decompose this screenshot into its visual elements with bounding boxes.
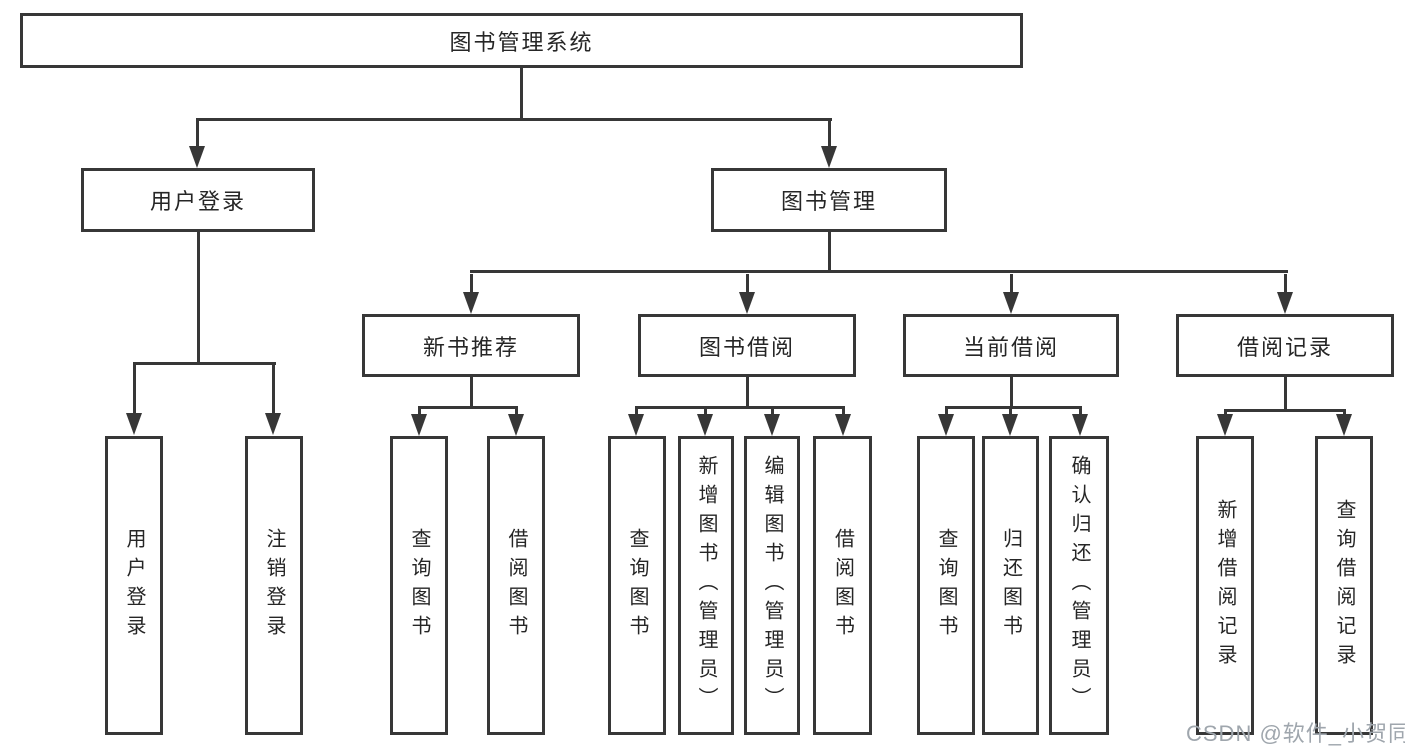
- arrow-down-icon: [508, 414, 524, 436]
- arrow-to-cb-query: [938, 409, 954, 436]
- arrow-down-icon: [463, 292, 479, 314]
- arrow-to-leaf-login: [126, 365, 142, 435]
- arrow-down-icon: [126, 413, 142, 435]
- arrow-to-bb-add: [697, 409, 713, 436]
- connector-new-book-bar: [418, 406, 518, 409]
- arrow-down-icon: [1217, 414, 1233, 436]
- csdn-watermark: CSDN @软件_小贺同学: [1186, 721, 1405, 746]
- arrow-down-icon: [1003, 292, 1019, 314]
- node-leaf-nb-borrow-book: 借阅图书: [487, 436, 545, 735]
- node-current-borrow: 当前借阅: [903, 314, 1119, 377]
- node-leaf-user-login: 用户登录: [105, 436, 163, 735]
- arrow-to-bb-borrow: [835, 409, 851, 436]
- node-leaf-cb-query-book: 查询图书: [917, 436, 975, 735]
- arrow-down-icon: [189, 146, 205, 168]
- arrow-down-icon: [821, 146, 837, 168]
- connector-current-borrow-bar: [945, 406, 1082, 409]
- arrow-down-icon: [739, 292, 755, 314]
- arrow-down-icon: [938, 414, 954, 436]
- connector-user-login-stem: [197, 232, 200, 365]
- node-borrow-records: 借阅记录: [1176, 314, 1394, 377]
- arrow-to-book-management: [821, 121, 837, 168]
- arrow-down-icon: [265, 413, 281, 435]
- node-leaf-br-add-record: 新增借阅记录: [1196, 436, 1254, 735]
- connector-root-stem: [520, 67, 523, 120]
- connector-book-management-bar: [470, 270, 1288, 273]
- node-root: 图书管理系统: [20, 13, 1023, 68]
- node-book-management: 图书管理: [711, 168, 947, 232]
- connector-book-management-stem: [828, 232, 831, 273]
- node-leaf-bb-borrow-book: 借阅图书: [813, 436, 872, 735]
- node-leaf-bb-edit-book: 编辑图书（管理员）: [744, 436, 800, 735]
- arrow-to-borrow-records: [1277, 274, 1293, 314]
- arrow-down-icon: [764, 414, 780, 436]
- node-leaf-bb-add-book: 新增图书（管理员）: [678, 436, 734, 735]
- node-user-login: 用户登录: [81, 168, 315, 232]
- node-leaf-cb-confirm-return: 确认归还（管理员）: [1049, 436, 1109, 735]
- arrow-to-leaf-logout: [265, 365, 281, 435]
- arrow-to-cb-return: [1002, 409, 1018, 436]
- node-leaf-logout: 注销登录: [245, 436, 303, 735]
- node-leaf-cb-return-book: 归还图书: [982, 436, 1039, 735]
- node-book-borrow: 图书借阅: [638, 314, 856, 377]
- arrow-down-icon: [835, 414, 851, 436]
- node-new-book-recommend: 新书推荐: [362, 314, 580, 377]
- arrow-to-nb-query: [411, 409, 427, 436]
- connector-book-borrow-bar: [635, 406, 845, 409]
- arrow-to-current-borrow: [1003, 274, 1019, 314]
- arrow-to-cb-confirm: [1072, 409, 1088, 436]
- arrow-to-br-add: [1217, 412, 1233, 436]
- arrow-to-user-login: [189, 121, 205, 168]
- connector-root-bar: [196, 118, 832, 121]
- connector-user-login-bar: [133, 362, 276, 365]
- arrow-down-icon: [628, 414, 644, 436]
- arrow-to-bb-edit: [764, 409, 780, 436]
- connector-book-borrow-stem: [746, 377, 749, 409]
- connector-new-book-stem: [470, 377, 473, 409]
- arrow-down-icon: [1336, 414, 1352, 436]
- arrow-to-book-borrow: [739, 274, 755, 314]
- arrow-to-nb-borrow: [508, 409, 524, 436]
- node-leaf-bb-query-book: 查询图书: [608, 436, 666, 735]
- connector-borrow-records-bar: [1224, 409, 1346, 412]
- connector-borrow-records-stem: [1284, 377, 1287, 412]
- arrow-down-icon: [1002, 414, 1018, 436]
- arrow-down-icon: [697, 414, 713, 436]
- arrow-down-icon: [1072, 414, 1088, 436]
- node-leaf-br-query-record: 查询借阅记录: [1315, 436, 1373, 735]
- node-leaf-nb-query-book: 查询图书: [390, 436, 448, 735]
- arrow-to-new-book-recommend: [463, 274, 479, 314]
- arrow-down-icon: [411, 414, 427, 436]
- connector-current-borrow-stem: [1010, 377, 1013, 409]
- arrow-down-icon: [1277, 292, 1293, 314]
- arrow-to-br-query: [1336, 412, 1352, 436]
- arrow-to-bb-query: [628, 409, 644, 436]
